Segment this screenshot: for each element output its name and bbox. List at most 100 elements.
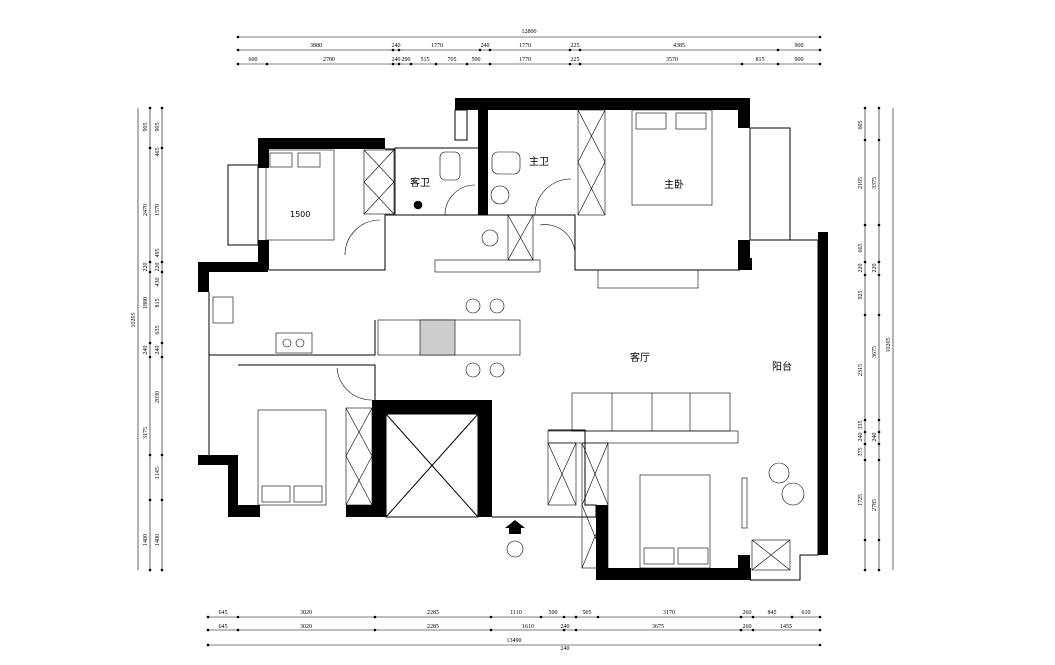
dimension-label: 240 (155, 346, 161, 355)
dimension-label: 290 (402, 57, 411, 63)
entrance-arrow-icon (505, 520, 525, 558)
dimension-tick (206, 615, 210, 619)
dimension-label: 635 (155, 326, 161, 335)
dimension-tick (568, 48, 572, 52)
dimension-tick (776, 48, 780, 52)
dimension-label: 815 (155, 299, 161, 308)
room-label-guest-bath: 客卫 (410, 176, 430, 189)
dimension-tick (751, 615, 755, 619)
dimension-tick (863, 313, 867, 317)
dimension-tick (740, 62, 744, 66)
dimension-tick (148, 355, 152, 359)
dimension-label: 1610 (522, 624, 534, 630)
dimension-tick (596, 615, 600, 619)
dimension-tick (863, 418, 867, 422)
dimension-tick (160, 453, 164, 457)
dimension-label: 1400 (143, 534, 149, 546)
dimension-tick (877, 106, 881, 110)
dimension-tick (373, 628, 377, 632)
room-label-balcony: 阳台 (772, 360, 792, 373)
dimension-tick (877, 458, 881, 462)
dimension-tick (236, 35, 240, 39)
dimension-tick (160, 341, 164, 345)
bathroom-fixtures (336, 151, 576, 401)
dimension-tick (206, 628, 210, 632)
dimension-label: 605 (858, 121, 864, 130)
dimension-label: 220 (872, 264, 878, 273)
dimension-tick (877, 223, 881, 227)
dimension-label: 3020 (300, 610, 312, 616)
dimension-tick (160, 568, 164, 572)
dimension-tick (391, 48, 395, 52)
dimension-tick (465, 62, 469, 66)
room-label-master-bath: 主卫 (529, 156, 549, 168)
dimension-label: 1880 (143, 297, 149, 309)
beds (257, 109, 713, 569)
dimension-tick (488, 48, 492, 52)
dimension-tick (776, 62, 780, 66)
dimension-tick (160, 355, 164, 359)
dimension-label: 1770 (519, 57, 531, 63)
dimension-tick (877, 418, 881, 422)
dimension-label: 430 (155, 278, 161, 287)
dimension-tick (863, 442, 867, 446)
dimension-label: 900 (795, 43, 804, 49)
dimension-tick (877, 538, 881, 542)
dimension-label: 900 (795, 57, 804, 63)
dimension-label: 2285 (427, 610, 439, 616)
dimension-label: 1770 (519, 43, 531, 49)
dimension-tick (574, 628, 578, 632)
dimension-tick (818, 628, 822, 632)
dimension-label: 3570 (666, 57, 678, 63)
dimension-tick (863, 273, 867, 277)
dimension-label: 505 (583, 610, 592, 616)
dimension-label: 240 (872, 433, 878, 442)
dimension-label: 665 (858, 244, 864, 253)
dimension-tick (236, 615, 240, 619)
dimension-label: 220 (155, 263, 161, 272)
dimension-tick (434, 62, 438, 66)
dimension-label: 240 (392, 43, 401, 49)
dimension-tick (539, 615, 543, 619)
dimension-label: 815 (756, 57, 765, 63)
dimension-tick (877, 430, 881, 434)
dimension-tick (236, 628, 240, 632)
dimension-label: 2470 (143, 204, 149, 216)
dimension-tick (489, 628, 493, 632)
dimension-tick (148, 498, 152, 502)
dimension-label: 1455 (780, 624, 792, 630)
dimension-label: 3020 (300, 624, 312, 630)
dimension-tick (373, 615, 377, 619)
dimension-tick (863, 538, 867, 542)
dimension-tick (863, 138, 867, 142)
dimension-tick (148, 341, 152, 345)
dimension-label: 240 (392, 57, 401, 63)
dimension-tick (489, 615, 493, 619)
dimension-tick (148, 568, 152, 572)
dimension-tick (148, 260, 152, 264)
dimension-label: 2285 (427, 624, 439, 630)
dimension-label: 335 (858, 421, 864, 430)
dimension-label: 905 (155, 123, 161, 132)
dimension-tick (148, 453, 152, 457)
dimension-tick (397, 48, 401, 52)
dimension-tick (818, 35, 822, 39)
dimension-label: 1725 (858, 494, 864, 506)
dimension-ticks (148, 35, 881, 647)
dimension-tick (863, 106, 867, 110)
dimension-tick (877, 568, 881, 572)
dimension-tick (148, 106, 152, 110)
dimension-label: 465 (155, 148, 161, 157)
dimension-label: 1570 (155, 204, 161, 216)
dimension-label: 225 (571, 57, 580, 63)
dimension-tick (148, 146, 152, 150)
room-outlines (208, 109, 819, 581)
dimension-label: 645 (219, 624, 228, 630)
dimension-tick (818, 615, 822, 619)
dimension-label: 2780 (323, 57, 335, 63)
dimension-tick (562, 615, 566, 619)
dimension-tick (160, 146, 164, 150)
dimension-tick (488, 62, 492, 66)
